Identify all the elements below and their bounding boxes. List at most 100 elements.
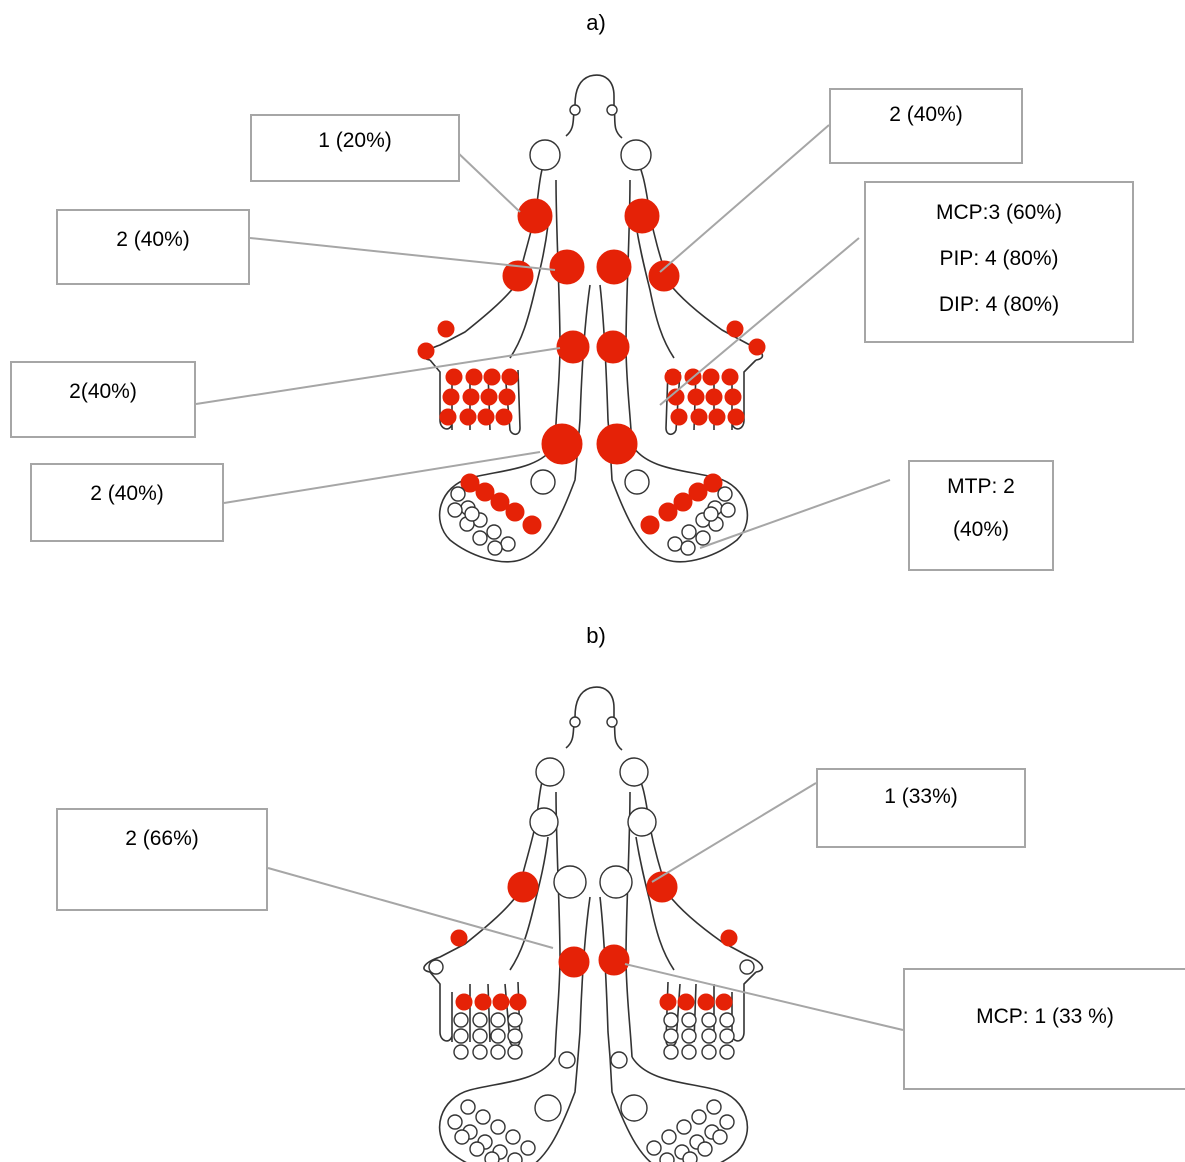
figure-a [417, 74, 766, 563]
body-outline-segment [649, 826, 764, 973]
toe-joint-right [661, 1129, 677, 1145]
body-outline-segment [438, 444, 579, 563]
toe-joint-right [673, 492, 693, 512]
finger-joint-right [701, 1028, 717, 1044]
toe-joint-right [688, 482, 708, 502]
toe-joint-left [490, 1119, 506, 1135]
body-outline-segment [423, 826, 536, 973]
mcp-joint-left [474, 993, 492, 1011]
body-outline-segment [554, 791, 561, 1058]
leader-line [624, 963, 904, 1031]
shoulder-joint-right [624, 198, 660, 234]
shoulder-joint-left [517, 198, 553, 234]
finger-joint-left [472, 1028, 488, 1044]
ankle-joint-left [534, 1094, 562, 1122]
toe-joint-right [640, 515, 660, 535]
hip-joint-right [596, 249, 632, 285]
toe-joint-left [522, 515, 542, 535]
toe-joint-left [484, 1151, 500, 1162]
toe-joint-left [460, 473, 480, 493]
body-outline-segment [609, 1056, 749, 1162]
finger-joint-right [727, 408, 745, 426]
thumb-tip-left [428, 959, 444, 975]
finger-joint-right [701, 1012, 717, 1028]
finger-joint-left [453, 1028, 469, 1044]
body-outline-segment [609, 444, 749, 563]
leader-line [223, 451, 541, 504]
callout-text: 1 (33%) [884, 785, 958, 808]
toe-joint-left [520, 1140, 536, 1156]
toe-joint-right [676, 1119, 692, 1135]
toe-small-joint-right [695, 530, 711, 546]
finger-joint-left [477, 408, 495, 426]
leader-lines [195, 124, 904, 1031]
thumb-tip-left [417, 342, 435, 360]
body-outline-segment [574, 686, 615, 720]
callout-text: (40%) [952, 518, 1010, 541]
callout-a-shoulder: 1 (20%) [250, 114, 460, 182]
wrist-joint-left [558, 946, 590, 978]
callout-text: 1 (20%) [318, 129, 392, 152]
finger-joint-right [663, 1044, 679, 1060]
leader-line [249, 237, 556, 271]
thumb-joint-left [437, 320, 455, 338]
leader-line [267, 867, 554, 949]
toe-joint-left [490, 492, 510, 512]
finger-joint-left [445, 368, 463, 386]
sternoclavicular-joint-left [529, 139, 561, 171]
toe-small-joint-right [717, 486, 733, 502]
sternoclavicular-joint-right [620, 139, 652, 171]
callout-b-wrist: 2 (66%) [56, 808, 268, 911]
callout-text: 2 (40%) [116, 228, 190, 251]
finger-joint-left [453, 1044, 469, 1060]
hip-joint-left [553, 865, 587, 899]
toe-small-joint-left [486, 524, 502, 540]
finger-joint-left [453, 1012, 469, 1028]
finger-joint-right [724, 388, 742, 406]
wrist-joint-right [598, 944, 630, 976]
callout-a-hand: MCP:3 (60%) PIP: 4 (80%) DIP: 4 (80%) [864, 181, 1134, 343]
midfoot-joint-right [624, 469, 650, 495]
callout-b-mcp: MCP: 1 (33 %) [903, 968, 1185, 1090]
body-outline-segment [577, 896, 591, 1058]
finger-joint-left [442, 388, 460, 406]
neck-joint-left [569, 104, 581, 116]
finger-joint-left [480, 388, 498, 406]
mcp-joint-right [715, 993, 733, 1011]
mcp-joint-left [455, 993, 473, 1011]
finger-joint-left [465, 368, 483, 386]
finger-joint-right [701, 1044, 717, 1060]
knee-joint-left [556, 330, 590, 364]
finger-joint-left [507, 1012, 523, 1028]
elbow-joint-right [648, 260, 680, 292]
leader-line [454, 149, 521, 213]
toe-joint-left [505, 1129, 521, 1145]
panel-a-label: a) [586, 10, 606, 35]
mcp-joint-left [509, 993, 527, 1011]
knee-joint-right [596, 330, 630, 364]
callout-text: 2(40%) [69, 380, 137, 403]
finger-joint-left [490, 1012, 506, 1028]
neck-joint-right [606, 104, 618, 116]
finger-joint-right [681, 1028, 697, 1044]
leader-line [659, 124, 830, 273]
body-outline-segment [509, 224, 549, 359]
finger-joint-left [459, 408, 477, 426]
toe-small-joint-left [464, 506, 480, 522]
finger-joint-left [490, 1028, 506, 1044]
body-outline-segment [438, 1056, 579, 1162]
finger-joint-right [681, 1012, 697, 1028]
toe-joint-left [475, 1109, 491, 1125]
toe-joint-right [703, 473, 723, 493]
body-outline-segment [577, 284, 591, 446]
shoulder-joint-right [627, 807, 657, 837]
finger-joint-left [507, 1044, 523, 1060]
finger-joint-left [472, 1044, 488, 1060]
ankle-joint-left [541, 423, 583, 465]
body-outline-segment [554, 179, 561, 446]
callout-a-right-elbow: 2 (40%) [829, 88, 1023, 164]
toe-joint-left [447, 1114, 463, 1130]
finger-joint-right [663, 1028, 679, 1044]
toe-joint-right [682, 1151, 698, 1162]
